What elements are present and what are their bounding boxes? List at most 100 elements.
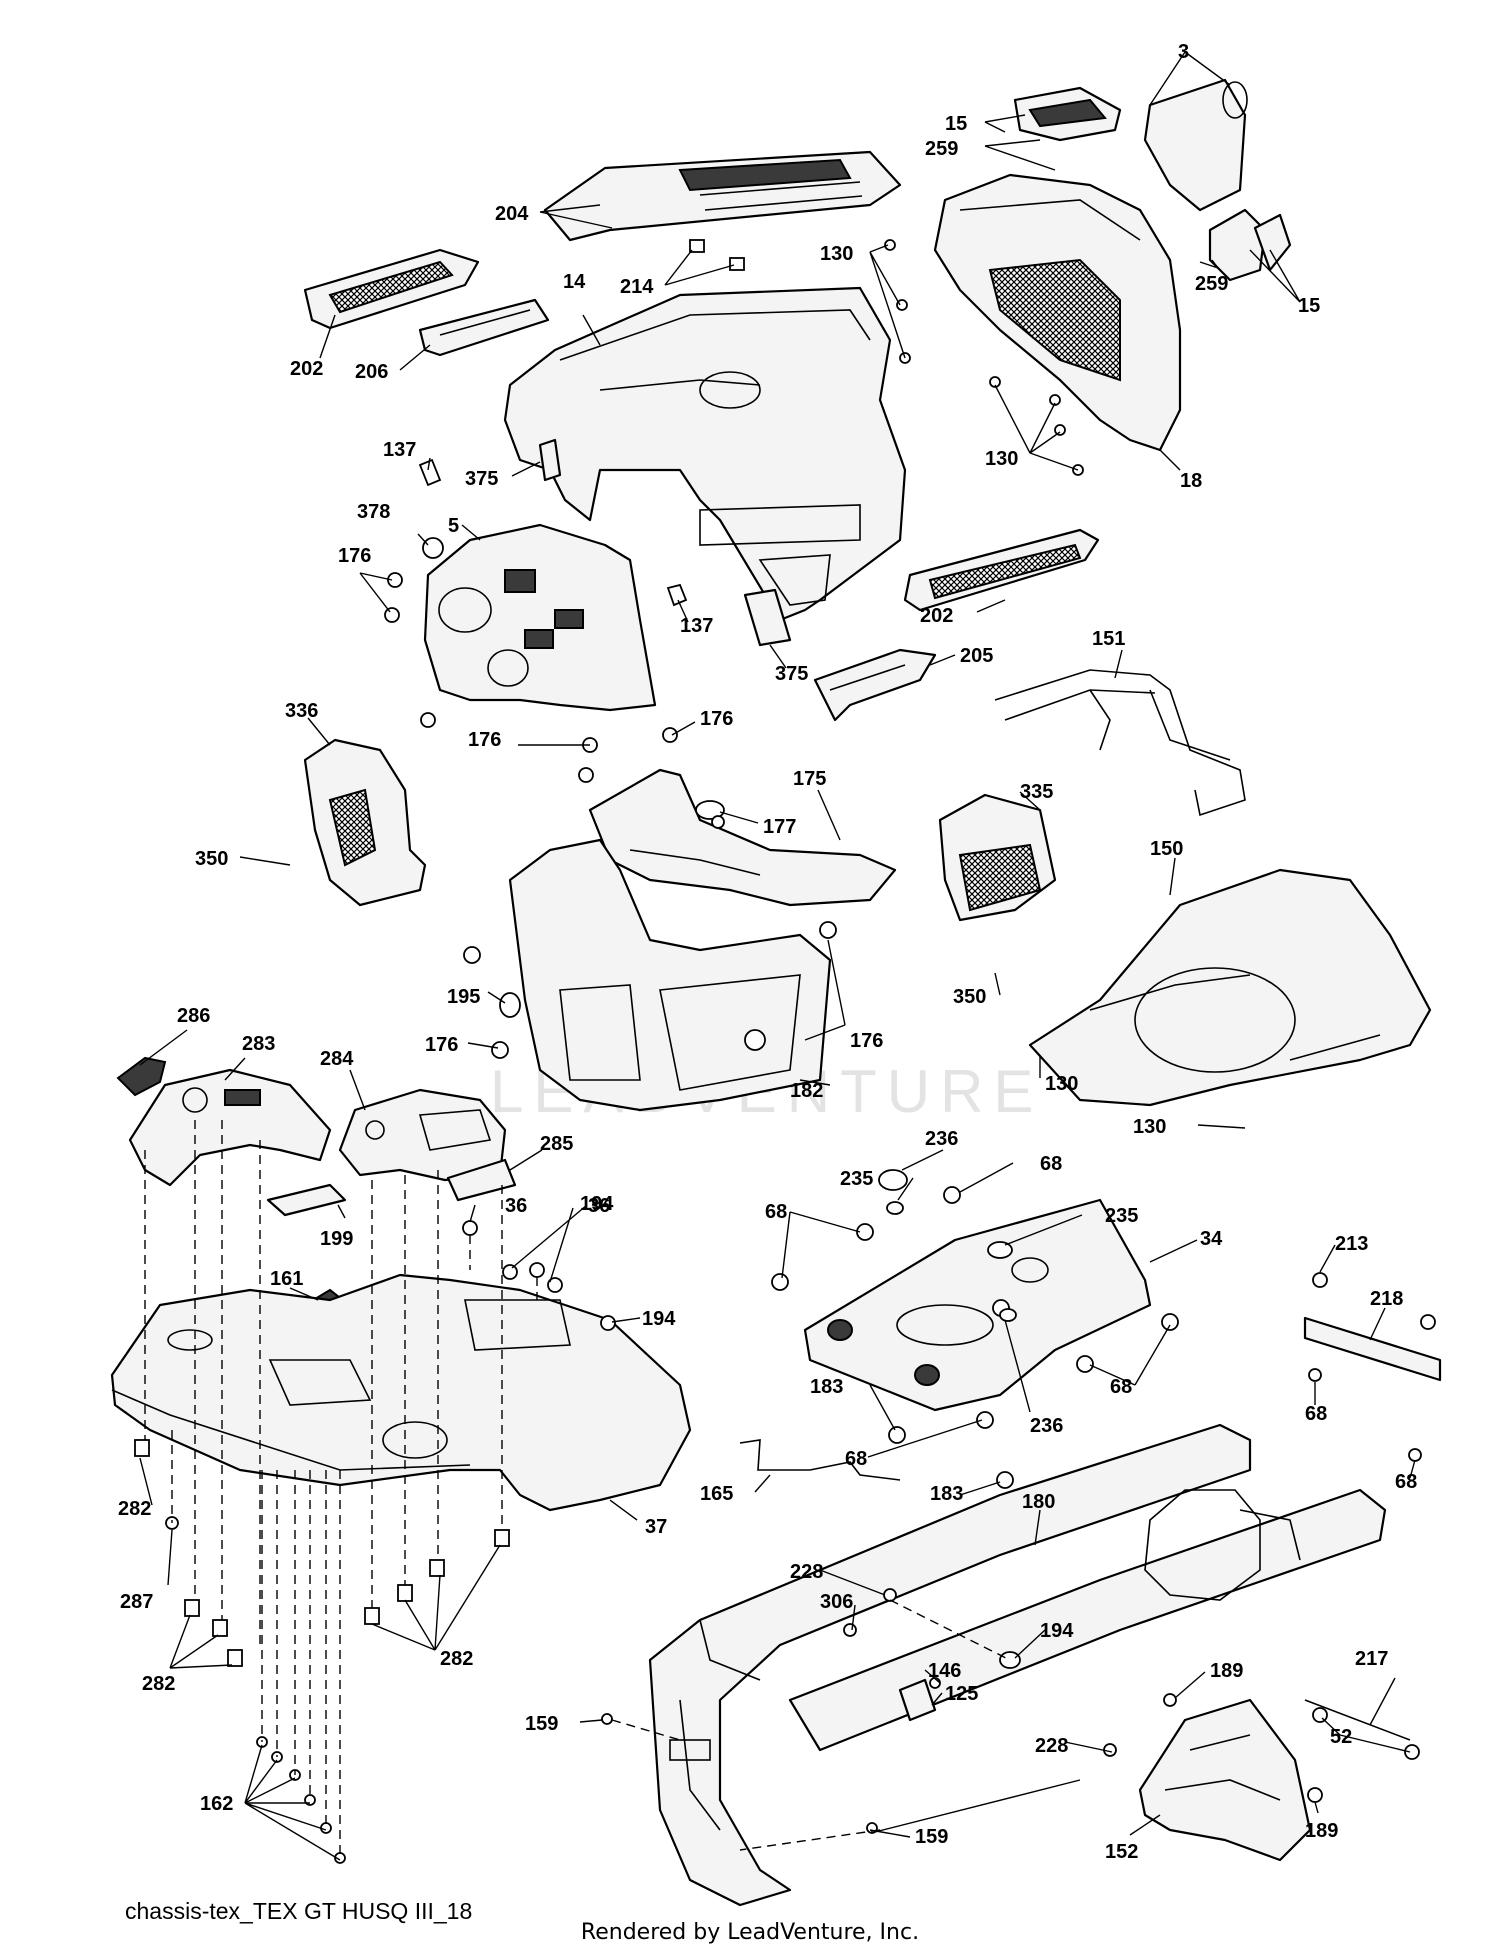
- bracket-218: [1303, 1316, 1442, 1382]
- side-grille-202-left: [303, 248, 480, 330]
- dash-panel-5: [423, 523, 657, 712]
- shroud-283: [128, 1068, 332, 1187]
- grommet-195: [499, 992, 521, 1018]
- callout-194b: 194: [642, 1308, 676, 1330]
- callout-259a: 259: [925, 138, 958, 160]
- callout-202a: 202: [290, 358, 323, 380]
- callout-3: 3: [1178, 41, 1189, 63]
- callout-125: 125: [945, 1683, 978, 1705]
- callout-189b: 189: [1305, 1820, 1338, 1842]
- callout-194a: 194: [580, 1193, 614, 1215]
- lower-dash-182: [508, 838, 832, 1112]
- callout-176d: 176: [425, 1034, 458, 1056]
- callout-235b: 235: [1105, 1205, 1138, 1227]
- hood-vent-204: [543, 150, 902, 242]
- dash-support-175: [588, 768, 897, 907]
- bracket-206: [418, 298, 550, 357]
- callout-34: 34: [1200, 1228, 1223, 1250]
- callout-37: 37: [645, 1516, 667, 1538]
- nuts-52: [1312, 1707, 1420, 1760]
- callout-36a: 36: [505, 1195, 527, 1217]
- callout-52: 52: [1330, 1726, 1352, 1748]
- panel-205: [813, 648, 937, 722]
- callout-189a: 189: [1210, 1660, 1243, 1682]
- label-199: [266, 1183, 347, 1217]
- clips-214: [689, 239, 745, 271]
- callout-217: 217: [1355, 1648, 1388, 1670]
- callout-194c: 194: [1040, 1620, 1074, 1642]
- callout-350a: 350: [195, 848, 228, 870]
- rod-165: [739, 1439, 901, 1481]
- clips-137: [418, 458, 688, 607]
- callout-146: 146: [928, 1660, 961, 1682]
- callout-286: 286: [177, 1005, 210, 1027]
- footrest-152: [1138, 1698, 1312, 1862]
- callout-159b: 159: [915, 1826, 948, 1848]
- hood-14: [503, 286, 907, 622]
- callout-282a: 282: [118, 1498, 151, 1520]
- tab-286: [116, 1056, 167, 1097]
- callout-336: 336: [285, 700, 318, 722]
- callout-180: 180: [1022, 1491, 1055, 1513]
- cap-378: [422, 537, 444, 559]
- bolts-36: [462, 1220, 563, 1293]
- callout-287: 287: [120, 1591, 153, 1613]
- callout-284: 284: [320, 1048, 354, 1070]
- shroud-284: [338, 1088, 507, 1182]
- pads-375: [538, 438, 792, 647]
- callout-350b: 350: [953, 986, 986, 1008]
- callout-68c: 68: [1110, 1376, 1132, 1398]
- nuts-194: [502, 1264, 616, 1331]
- callout-204: 204: [495, 203, 529, 225]
- bolts-68: [771, 1186, 1422, 1462]
- callout-137b: 137: [680, 615, 713, 637]
- leader-lines: [139, 51, 1416, 1861]
- callout-378: 378: [357, 501, 390, 523]
- callout-282c: 282: [142, 1673, 175, 1695]
- callout-68a: 68: [1040, 1153, 1062, 1175]
- callout-130a: 130: [820, 243, 853, 265]
- callout-285: 285: [540, 1133, 573, 1155]
- callout-15b: 15: [1298, 295, 1320, 317]
- callout-130d: 130: [1133, 1116, 1166, 1138]
- callout-282b: 282: [440, 1648, 473, 1670]
- bracket-151: [994, 669, 1246, 817]
- frame-hardware: [601, 1588, 1117, 1834]
- callout-335: 335: [1020, 781, 1053, 803]
- callout-68b: 68: [765, 1201, 787, 1223]
- callout-375b: 375: [775, 663, 808, 685]
- callout-68f: 68: [1395, 1471, 1417, 1493]
- callout-176a: 176: [338, 545, 371, 567]
- callout-183b: 183: [930, 1483, 963, 1505]
- callout-283: 283: [242, 1033, 275, 1055]
- callout-199: 199: [320, 1228, 353, 1250]
- callout-375a: 375: [465, 468, 498, 490]
- side-grille-202-right: [903, 528, 1100, 612]
- lens-15-right: [1208, 208, 1292, 282]
- clips-282: [134, 1439, 510, 1667]
- callout-175: 175: [793, 768, 826, 790]
- callout-259b: 259: [1195, 273, 1228, 295]
- nuts-236: [886, 1201, 1017, 1322]
- bolts-189: [1163, 1693, 1323, 1803]
- callout-228a: 228: [790, 1561, 823, 1583]
- bolts-213: [1312, 1272, 1436, 1330]
- callout-176e: 176: [850, 1030, 883, 1052]
- callout-18: 18: [1180, 470, 1202, 492]
- headlight-3: [1143, 78, 1248, 212]
- callout-162: 162: [200, 1793, 233, 1815]
- trim-285: [446, 1158, 517, 1202]
- steering-plate-34: [803, 1198, 1152, 1412]
- callout-214: 214: [620, 276, 654, 298]
- callout-205: 205: [960, 645, 993, 667]
- spacers-235: [878, 1169, 1013, 1259]
- callout-137a: 137: [383, 439, 416, 461]
- side-panel-335: [938, 793, 1057, 922]
- callout-206: 206: [355, 361, 388, 383]
- callout-218: 218: [1370, 1288, 1403, 1310]
- callout-130b: 130: [985, 448, 1018, 470]
- callout-176c: 176: [468, 729, 501, 751]
- diagram-caption: chassis-tex_TEX GT HUSQ III_18: [125, 1898, 473, 1924]
- frame-alignment-lines: [611, 1599, 1011, 1851]
